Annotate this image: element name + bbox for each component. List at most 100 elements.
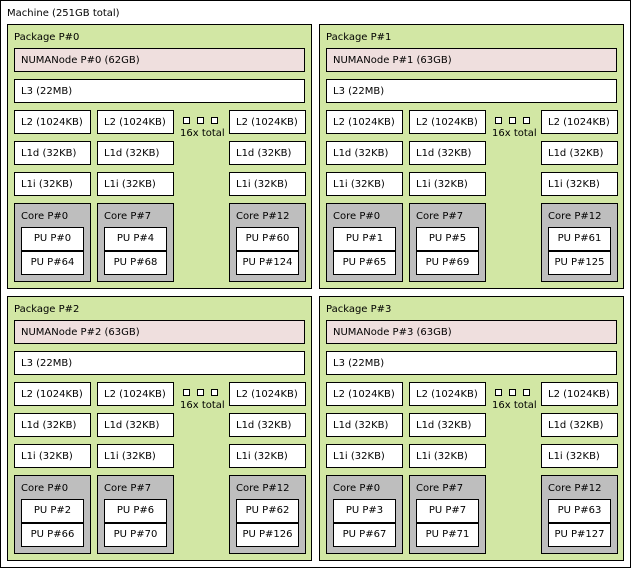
pu-label: PU P#65	[342, 257, 387, 268]
l2-cache-label: L2 (1024KB)	[416, 117, 478, 128]
pu-box: PU P#63	[548, 499, 611, 523]
l1i-cache-label: L1i (32KB)	[333, 179, 385, 190]
more-indicator-square	[523, 117, 530, 124]
pu-label: PU P#2	[33, 505, 72, 516]
l2-cache-box: L2 (1024KB)	[409, 382, 486, 406]
pu-label: PU P#64	[30, 257, 75, 268]
l3-cache-box: L3 (22MB)	[326, 79, 617, 103]
l2-cache-label: L2 (1024KB)	[104, 389, 166, 400]
more-indicator-square	[197, 117, 204, 124]
numa-node-box: NUMANode P#3 (63GB)	[326, 320, 617, 344]
pu-box: PU P#67	[333, 523, 396, 547]
more-indicator-square	[509, 117, 516, 124]
l1d-cache-box: L1d (32KB)	[229, 413, 306, 437]
l2-cache-box: L2 (1024KB)	[541, 382, 618, 406]
l1d-cache-box: L1d (32KB)	[97, 413, 174, 437]
package-label: Package P#1	[326, 32, 392, 43]
l2-cache-box: L2 (1024KB)	[229, 110, 306, 134]
l2-cache-label: L2 (1024KB)	[416, 389, 478, 400]
pu-label: PU P#1	[345, 233, 384, 244]
pu-box: PU P#6	[104, 499, 167, 523]
core-label: Core P#12	[236, 211, 290, 222]
pu-box: PU P#4	[104, 227, 167, 251]
l1i-cache-box: L1i (32KB)	[14, 172, 91, 196]
l1d-cache-label: L1d (32KB)	[236, 148, 292, 159]
pu-box: PU P#1	[333, 227, 396, 251]
more-indicator-square	[495, 117, 502, 124]
l1i-cache-label: L1i (32KB)	[416, 451, 468, 462]
pu-label: PU P#68	[113, 257, 158, 268]
l1d-cache-box: L1d (32KB)	[14, 141, 91, 165]
l1d-cache-box: L1d (32KB)	[541, 141, 618, 165]
package-label: Package P#0	[14, 32, 80, 43]
pu-label: PU P#60	[245, 233, 290, 244]
more-indicator-square	[211, 389, 218, 396]
pu-box: PU P#66	[21, 523, 84, 547]
more-indicator-square	[523, 389, 530, 396]
l1d-cache-box: L1d (32KB)	[229, 141, 306, 165]
l1d-cache-label: L1d (32KB)	[416, 420, 472, 431]
l3-cache-label: L3 (22MB)	[333, 358, 385, 369]
l1d-cache-box: L1d (32KB)	[326, 413, 403, 437]
pu-box: PU P#60	[236, 227, 299, 251]
l1d-cache-label: L1d (32KB)	[548, 420, 604, 431]
l1d-cache-box: L1d (32KB)	[326, 141, 403, 165]
more-indicator-square	[211, 117, 218, 124]
more-indicator-square	[197, 389, 204, 396]
pu-box: PU P#0	[21, 227, 84, 251]
l1i-cache-box: L1i (32KB)	[326, 444, 403, 468]
pu-label: PU P#0	[33, 233, 72, 244]
more-count-label: 16x total	[492, 400, 537, 411]
l1i-cache-label: L1i (32KB)	[416, 179, 468, 190]
core-box: Core P#0 PU P#3 PU P#67	[326, 475, 403, 554]
pu-box: PU P#62	[236, 499, 299, 523]
l1d-cache-label: L1d (32KB)	[104, 148, 160, 159]
l1i-cache-label: L1i (32KB)	[548, 179, 600, 190]
core-label: Core P#7	[416, 483, 464, 494]
l2-cache-label: L2 (1024KB)	[548, 117, 610, 128]
l1i-cache-box: L1i (32KB)	[541, 172, 618, 196]
machine-label: Machine (251GB total)	[7, 8, 120, 19]
l1d-cache-label: L1d (32KB)	[548, 148, 604, 159]
l3-cache-box: L3 (22MB)	[326, 351, 617, 375]
core-label: Core P#7	[104, 483, 152, 494]
pu-box: PU P#7	[416, 499, 479, 523]
l2-cache-box: L2 (1024KB)	[97, 110, 174, 134]
l1i-cache-box: L1i (32KB)	[229, 172, 306, 196]
l1i-cache-box: L1i (32KB)	[97, 172, 174, 196]
pu-box: PU P#64	[21, 251, 84, 275]
l1d-cache-box: L1d (32KB)	[97, 141, 174, 165]
package-label: Package P#3	[326, 304, 392, 315]
l2-cache-box: L2 (1024KB)	[326, 110, 403, 134]
pu-label: PU P#67	[342, 529, 387, 540]
l1d-cache-label: L1d (32KB)	[236, 420, 292, 431]
core-box: Core P#12 PU P#62 PU P#126	[229, 475, 306, 554]
more-indicator-square	[509, 389, 516, 396]
l2-cache-box: L2 (1024KB)	[541, 110, 618, 134]
pu-label: PU P#63	[557, 505, 602, 516]
l1i-cache-label: L1i (32KB)	[236, 179, 288, 190]
l1i-cache-label: L1i (32KB)	[333, 451, 385, 462]
l3-cache-label: L3 (22MB)	[21, 358, 73, 369]
pu-label: PU P#127	[554, 529, 605, 540]
l2-cache-label: L2 (1024KB)	[104, 117, 166, 128]
numa-node-box: NUMANode P#2 (63GB)	[14, 320, 305, 344]
core-label: Core P#0	[333, 483, 381, 494]
l1d-cache-label: L1d (32KB)	[104, 420, 160, 431]
core-label: Core P#12	[236, 483, 290, 494]
pu-label: PU P#6	[116, 505, 155, 516]
pu-label: PU P#126	[242, 529, 293, 540]
l2-cache-label: L2 (1024KB)	[21, 389, 83, 400]
l1i-cache-box: L1i (32KB)	[409, 444, 486, 468]
l3-cache-label: L3 (22MB)	[21, 86, 73, 97]
numa-node-label: NUMANode P#2 (63GB)	[21, 327, 140, 338]
pu-box: PU P#3	[333, 499, 396, 523]
l2-cache-label: L2 (1024KB)	[21, 117, 83, 128]
pu-label: PU P#5	[428, 233, 467, 244]
pu-box: PU P#61	[548, 227, 611, 251]
pu-label: PU P#66	[30, 529, 75, 540]
